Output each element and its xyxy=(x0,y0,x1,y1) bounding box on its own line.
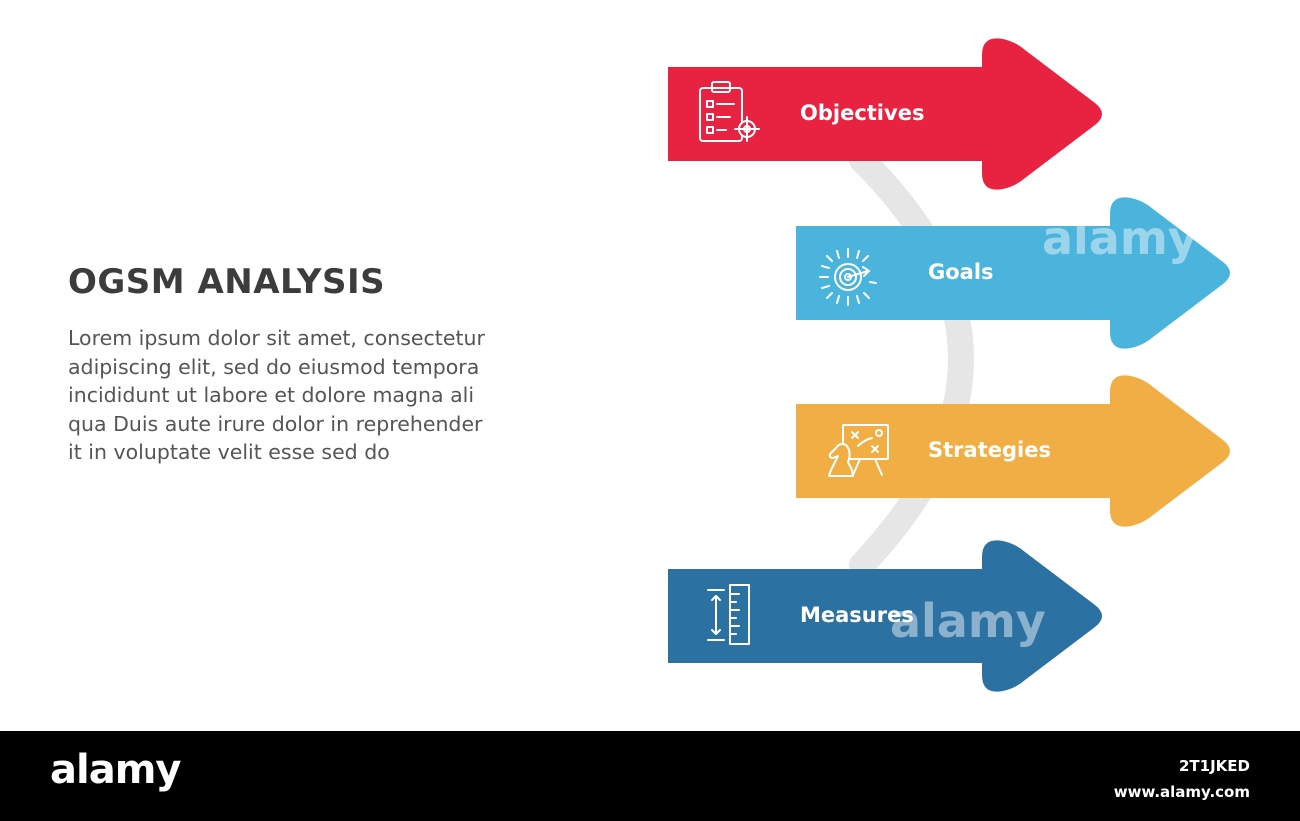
alamy-logo: alamy xyxy=(50,747,181,793)
watermark: alamy xyxy=(890,594,1046,648)
step-label: Strategies xyxy=(928,438,1051,462)
arrow-objectives: Objectives xyxy=(668,38,1102,190)
arrow-shape xyxy=(668,38,1102,190)
description-line: it in voluptate velit esse sed do xyxy=(68,440,390,464)
description-line: incididunt ut labore et dolore magna ali xyxy=(68,383,475,407)
stock-footer-bar: alamy 2T1JKED www.alamy.com xyxy=(0,731,1300,821)
watermark: alamy xyxy=(1042,211,1198,265)
clipboard-target-icon xyxy=(699,81,760,142)
step-label: Objectives xyxy=(800,101,924,125)
site-url: www.alamy.com xyxy=(1113,783,1250,801)
chess-strategy-board-icon xyxy=(828,424,889,477)
image-id: 2T1JKED xyxy=(1178,757,1250,775)
arrow-strategies: Strategies xyxy=(796,375,1230,527)
step-label: Goals xyxy=(928,260,994,284)
infographic-slide: OGSM ANALYSIS Lorem ipsum dolor sit amet… xyxy=(68,38,1230,692)
description-line: adipiscing elit, sed do eiusmod tempora xyxy=(68,354,480,379)
ogsm-arrow-diagram: Objectives xyxy=(668,38,1230,692)
connector-arc xyxy=(849,147,974,578)
arrow-shape xyxy=(796,197,1230,349)
arrow-shape xyxy=(796,375,1230,527)
description-line: Lorem ipsum dolor sit amet, consectetur xyxy=(68,326,485,350)
footer-meta: 2T1JKED www.alamy.com xyxy=(1114,753,1250,805)
target-dartboard-icon xyxy=(819,248,877,306)
step-label: Measures xyxy=(800,603,914,627)
arrow-measures: Measures xyxy=(668,540,1102,692)
arrow-shape xyxy=(668,540,1102,692)
ruler-measure-icon xyxy=(707,584,750,645)
arrow-goals: Goals xyxy=(796,197,1230,349)
slide-title: OGSM ANALYSIS xyxy=(68,262,386,302)
description-line: qua Duis aute irure dolor in reprehender xyxy=(68,411,483,436)
slide-description: Lorem ipsum dolor sit amet, consectetur … xyxy=(68,324,548,467)
